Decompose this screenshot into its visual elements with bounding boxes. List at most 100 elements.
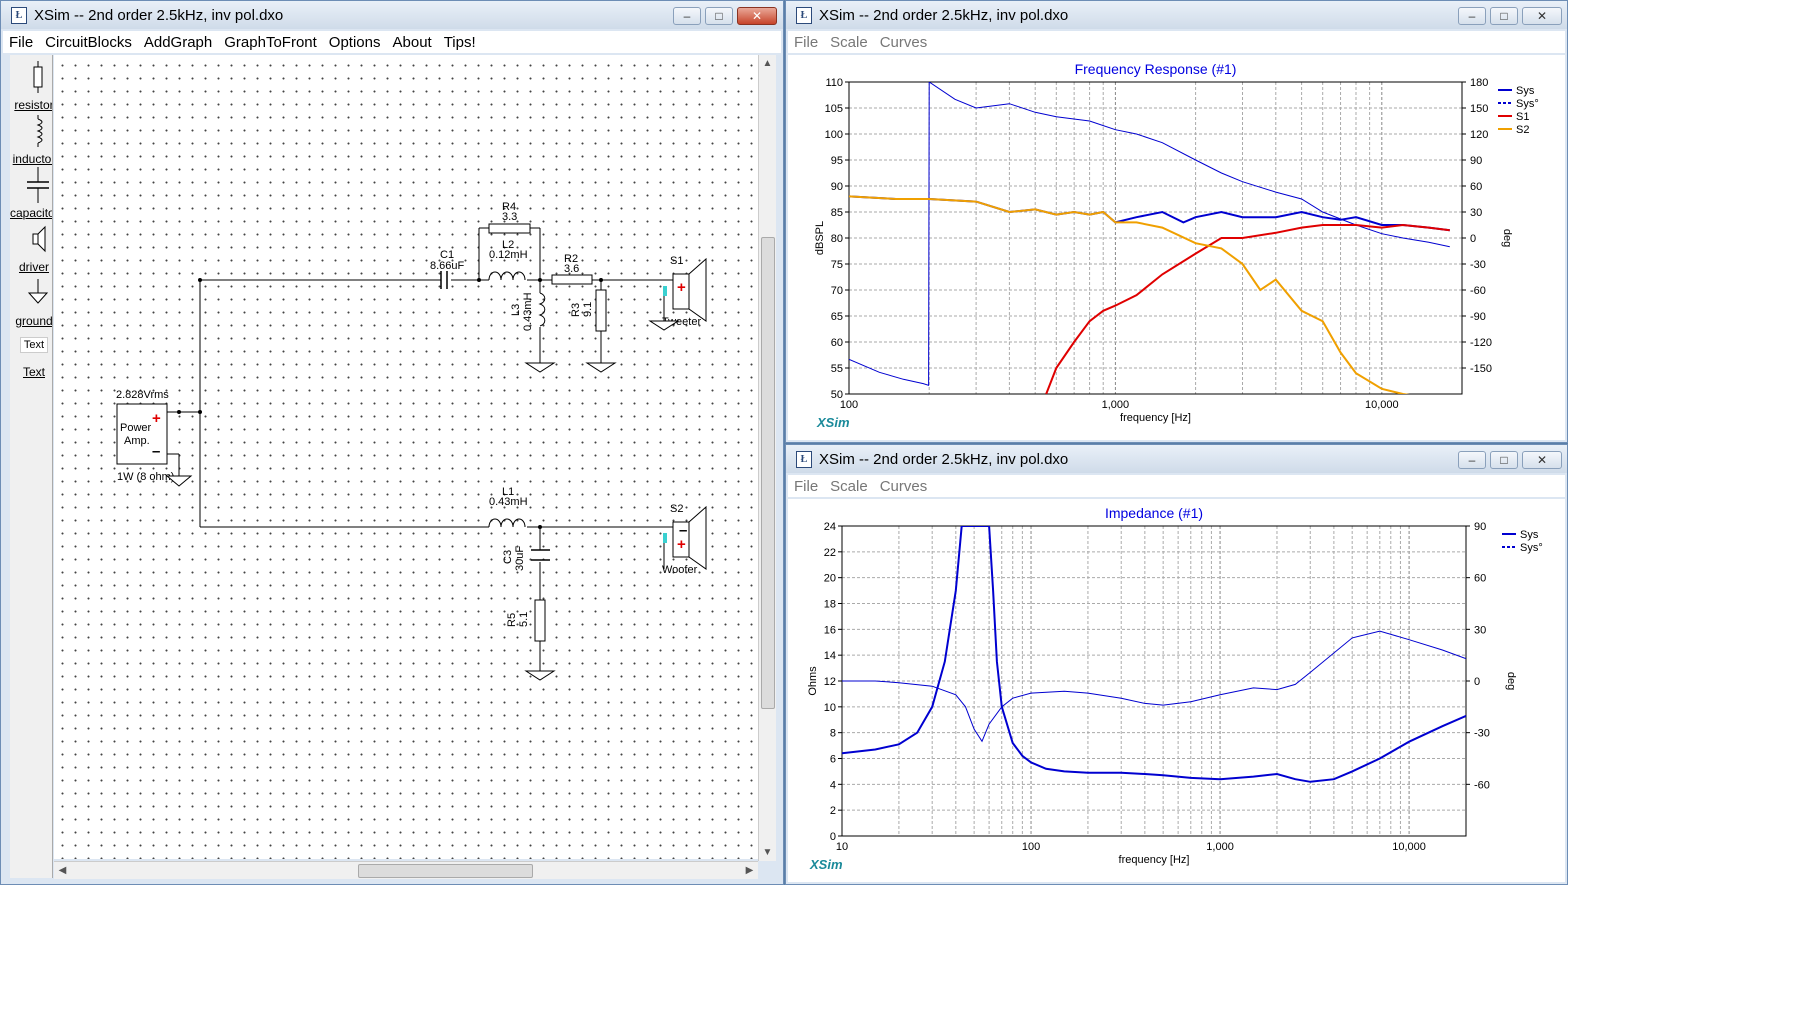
vertical-scrollbar[interactable]: ▲ ▼ bbox=[758, 55, 776, 861]
menu-curves[interactable]: Curves bbox=[879, 34, 928, 51]
l2-value: 0.12mH bbox=[489, 249, 528, 261]
title-bar[interactable]: Ł XSim -- 2nd order 2.5kHz, inv pol.dxo … bbox=[786, 445, 1567, 473]
s1-plus-sign: + bbox=[677, 279, 686, 296]
inductor-L2[interactable]: L2 0.12mH bbox=[488, 239, 528, 281]
y-tick-label: 10 bbox=[824, 702, 836, 714]
horizontal-scrollbar[interactable]: ◀ ▶ bbox=[54, 861, 758, 879]
y-tick-label: 75 bbox=[831, 259, 843, 271]
schematic-menubar: File CircuitBlocks AddGraph GraphToFront Opt… bbox=[3, 31, 781, 53]
schematic-window: Ł XSim -- 2nd order 2.5kHz, inv pol.dxo … bbox=[0, 0, 784, 885]
menu-addgraph[interactable]: AddGraph bbox=[143, 34, 213, 51]
r4-ref: R4 bbox=[502, 201, 516, 213]
y-tick-label: 6 bbox=[830, 754, 836, 766]
schematic-drawing: 2.828Vrms Power Amp. + – 1W (8 ohm) C1 8… bbox=[116, 201, 707, 681]
legend-label: Sys bbox=[1520, 529, 1539, 541]
xsim-brand: XSim bbox=[809, 857, 843, 872]
c3-value: 30uF bbox=[514, 546, 526, 571]
minimize-button[interactable]: – bbox=[1458, 7, 1486, 25]
vertical-scroll-thumb[interactable] bbox=[761, 237, 775, 709]
amp-power-label: 1W (8 ohm) bbox=[117, 471, 174, 483]
menu-file[interactable]: File bbox=[794, 34, 819, 51]
horizontal-scroll-thumb[interactable] bbox=[358, 864, 533, 878]
menu-circuitblocks[interactable]: CircuitBlocks bbox=[45, 34, 132, 51]
palette-text-box[interactable]: Text bbox=[10, 337, 52, 353]
palette-text[interactable]: Text bbox=[10, 365, 52, 379]
scroll-down-button[interactable]: ▼ bbox=[762, 847, 773, 858]
menu-graphtofront[interactable]: GraphToFront bbox=[224, 34, 317, 51]
y2-tick-label: 120 bbox=[1470, 129, 1488, 141]
inductor-L3[interactable]: L3 0.43mH bbox=[510, 292, 556, 373]
menu-file[interactable]: File bbox=[9, 34, 34, 51]
title-bar[interactable]: Ł XSim -- 2nd order 2.5kHz, inv pol.dxo … bbox=[786, 1, 1567, 29]
component-palette: resistor inductor capacitor driver groun… bbox=[10, 55, 53, 878]
capacitor-C1[interactable]: C1 8.66uF bbox=[416, 249, 465, 289]
minimize-button[interactable]: – bbox=[1458, 451, 1486, 469]
s2-minus-sign: – bbox=[679, 522, 687, 539]
schematic-canvas[interactable]: 2.828Vrms Power Amp. + – 1W (8 ohm) C1 8… bbox=[54, 55, 758, 859]
power-amp-block[interactable]: 2.828Vrms Power Amp. + – 1W (8 ohm) bbox=[116, 389, 193, 487]
ground-symbol bbox=[585, 362, 617, 373]
y2-tick-label: 90 bbox=[1470, 155, 1482, 167]
r2-ref: R2 bbox=[564, 253, 578, 265]
ground-symbol bbox=[648, 320, 680, 331]
y2-tick-label: 30 bbox=[1474, 624, 1486, 636]
l3-value: 0.43mH bbox=[522, 292, 534, 331]
y-axis-label: Ohms bbox=[807, 666, 819, 696]
maximize-button[interactable]: □ bbox=[705, 7, 733, 25]
scroll-right-button[interactable]: ▶ bbox=[745, 865, 754, 876]
maximize-button[interactable]: □ bbox=[1490, 451, 1518, 469]
y2-tick-label: -30 bbox=[1474, 728, 1490, 740]
close-button[interactable]: ✕ bbox=[1522, 7, 1562, 25]
y2-axis-label: deg bbox=[1505, 672, 1517, 690]
inductor-L1[interactable]: L1 0.43mH bbox=[488, 486, 528, 528]
resistor-R2[interactable]: R2 3.6 bbox=[551, 253, 593, 285]
menu-tips[interactable]: Tips! bbox=[443, 34, 476, 51]
s2-ref: S2 bbox=[670, 503, 683, 515]
grid bbox=[841, 525, 1467, 837]
capacitor-C3[interactable]: C3 30uF bbox=[502, 546, 550, 571]
menu-options[interactable]: Options bbox=[328, 34, 381, 51]
resistor-R3[interactable]: R3 9.1 bbox=[570, 289, 617, 373]
y-tick-label: 55 bbox=[831, 363, 843, 375]
xsim-app-icon: Ł bbox=[796, 451, 812, 468]
driver-S2[interactable]: – + S2 Woofer bbox=[662, 503, 707, 576]
junction-dot bbox=[538, 278, 542, 282]
menu-scale[interactable]: Scale bbox=[830, 478, 868, 495]
s1-ref: S1 bbox=[670, 255, 683, 267]
palette-capacitor[interactable]: capacitor bbox=[10, 167, 52, 220]
c3-ref: C3 bbox=[502, 550, 514, 564]
y-tick-label: 100 bbox=[825, 129, 843, 141]
scroll-up-button[interactable]: ▲ bbox=[762, 58, 773, 69]
palette-ground[interactable]: ground bbox=[10, 275, 52, 328]
palette-resistor[interactable]: resistor bbox=[10, 59, 52, 112]
menu-scale[interactable]: Scale bbox=[830, 34, 868, 51]
scroll-left-button[interactable]: ◀ bbox=[58, 865, 67, 876]
graph-menubar: File Scale Curves bbox=[788, 31, 1565, 53]
menu-file[interactable]: File bbox=[794, 478, 819, 495]
title-bar[interactable]: Ł XSim -- 2nd order 2.5kHz, inv pol.dxo … bbox=[1, 1, 783, 29]
close-button[interactable]: ✕ bbox=[737, 7, 777, 25]
close-button[interactable]: ✕ bbox=[1522, 451, 1562, 469]
palette-inductor[interactable]: inductor bbox=[10, 113, 52, 166]
y-tick-label: 18 bbox=[824, 599, 836, 611]
legend-label: Sys° bbox=[1520, 542, 1543, 554]
series-line-sys bbox=[842, 526, 1466, 783]
y-tick-label: 80 bbox=[831, 233, 843, 245]
series-line-s2 bbox=[849, 195, 1410, 394]
resistor-R4[interactable]: R4 3.3 bbox=[488, 201, 531, 234]
menu-about[interactable]: About bbox=[392, 34, 432, 51]
driver-S1[interactable]: + S1 Tweeter bbox=[648, 255, 707, 331]
menu-curves[interactable]: Curves bbox=[879, 478, 928, 495]
palette-driver[interactable]: driver bbox=[10, 221, 52, 274]
chart-title: Frequency Response (#1) bbox=[1075, 61, 1237, 77]
resistor-R5[interactable]: R5 5.1 bbox=[506, 599, 556, 681]
maximize-button[interactable]: □ bbox=[1490, 7, 1518, 25]
y2-tick-label: -60 bbox=[1470, 285, 1486, 297]
y2-tick-label: -30 bbox=[1470, 259, 1486, 271]
y2-tick-label: -90 bbox=[1470, 311, 1486, 323]
minimize-button[interactable]: – bbox=[673, 7, 701, 25]
y-tick-label: 24 bbox=[824, 521, 836, 533]
legend-label: Sys bbox=[1516, 85, 1535, 97]
